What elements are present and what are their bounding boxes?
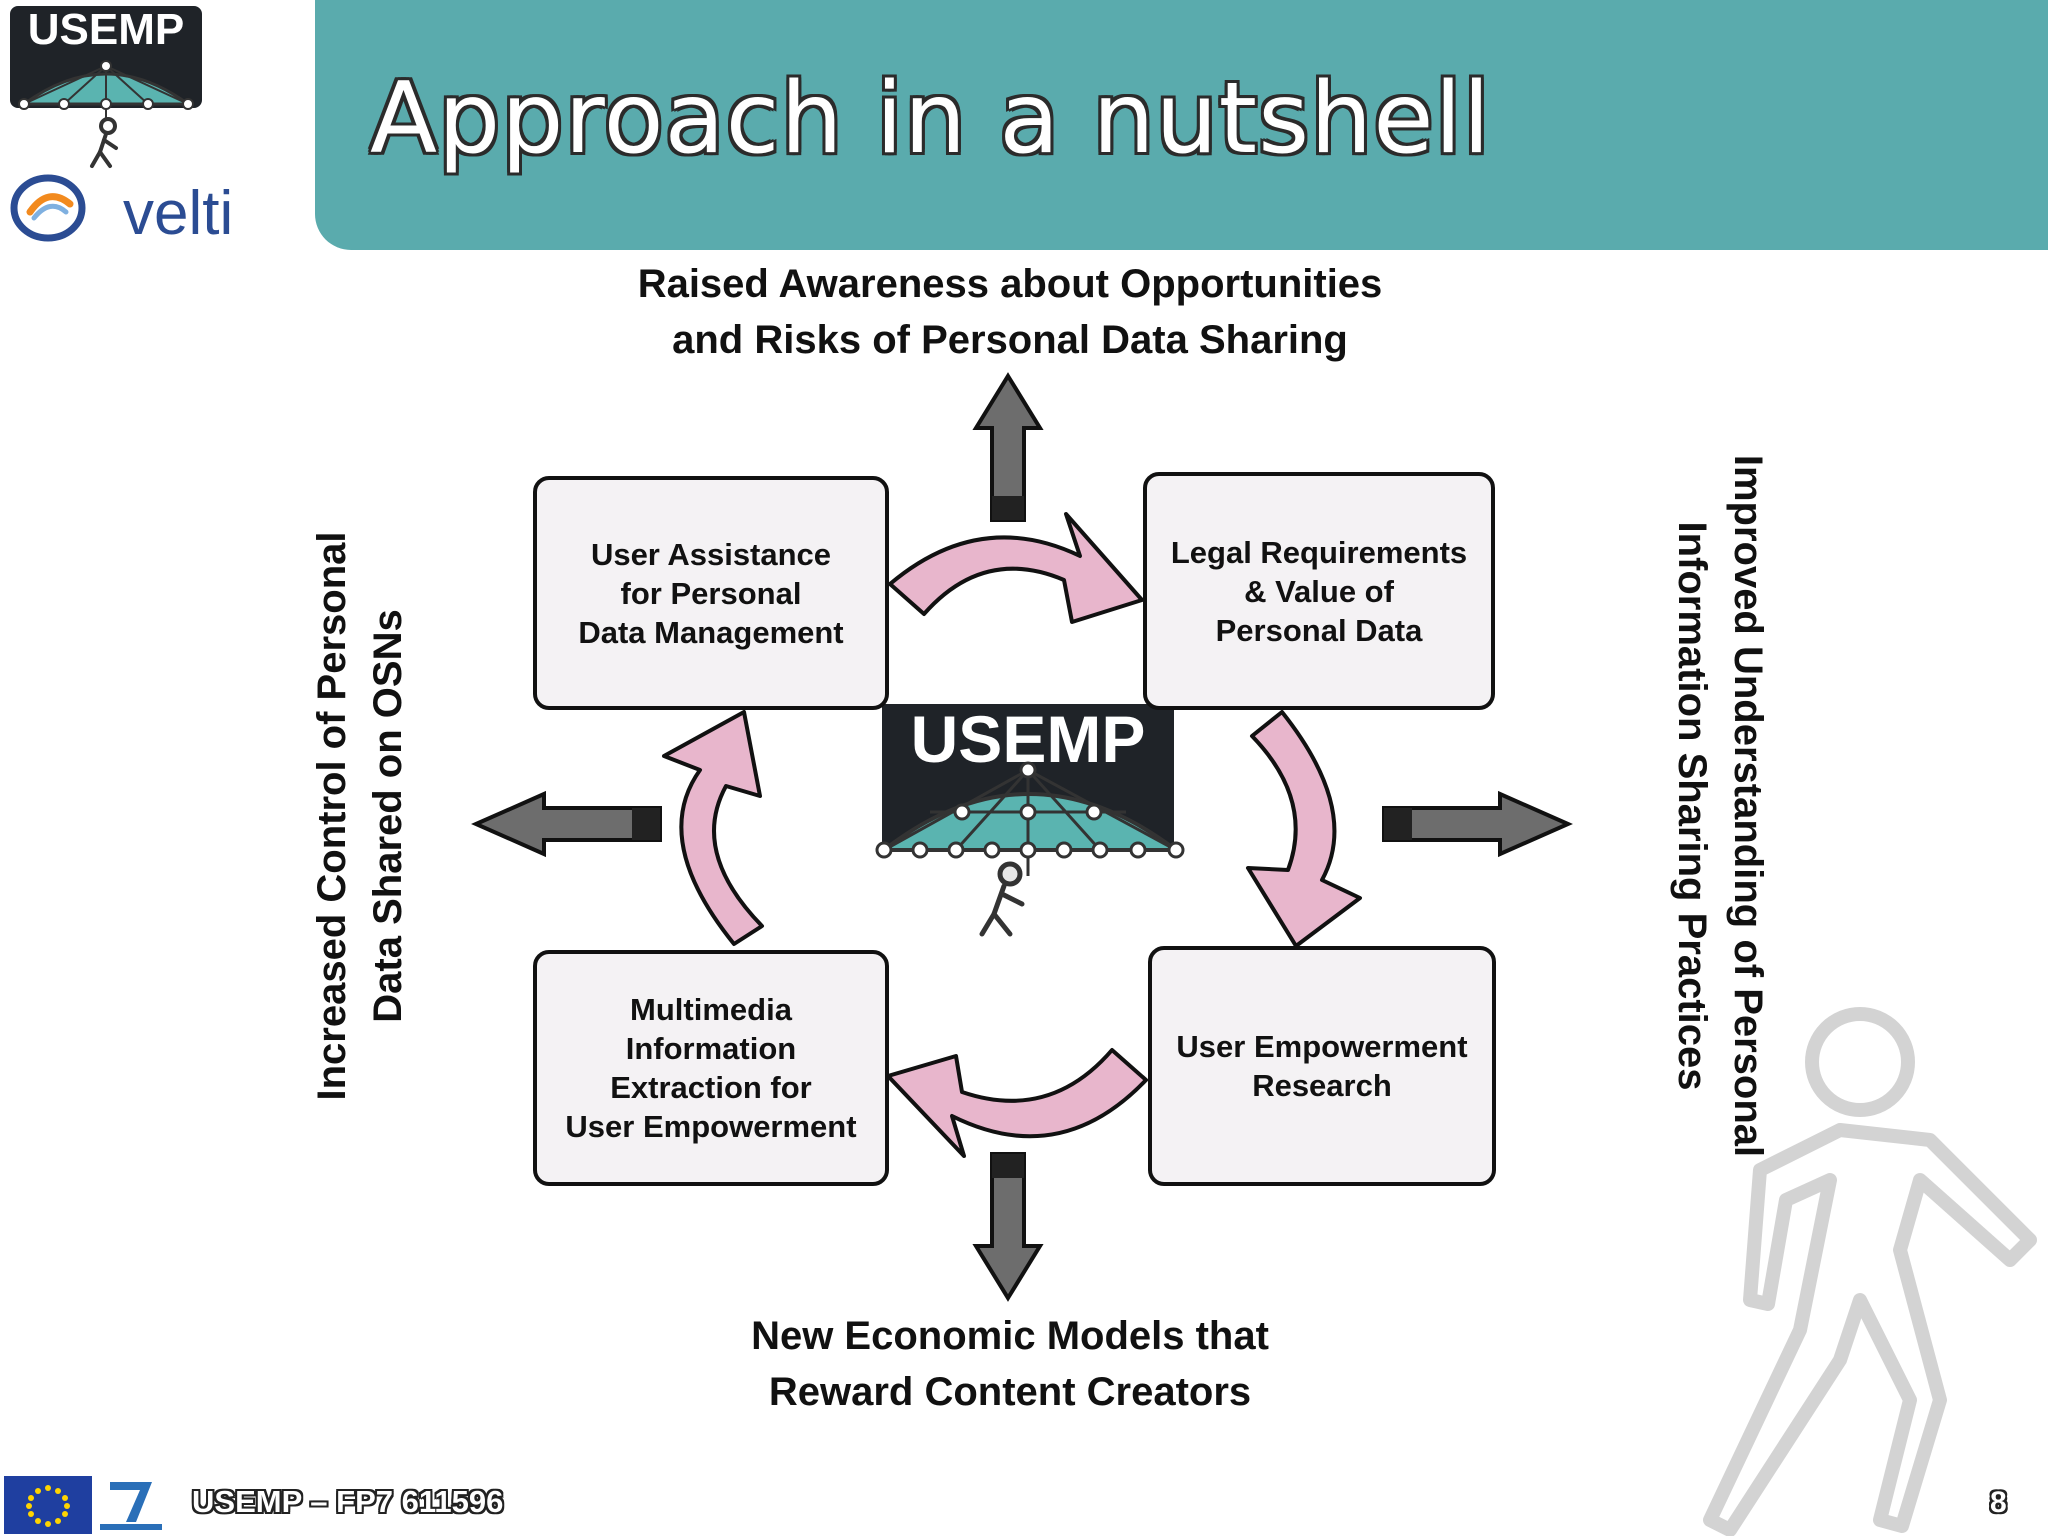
footer-text: USEMP – FP7 611596	[192, 1484, 504, 1519]
cycle-arrow-left-icon	[662, 710, 764, 946]
box-multimedia-line-4: User Empowerment	[565, 1109, 857, 1144]
arrow-right-icon	[1382, 790, 1573, 858]
box-multimedia-line-3: Extraction for	[610, 1070, 812, 1105]
box-multimedia-line-2: Information	[625, 1031, 797, 1066]
center-usemp-logo: USEMP	[875, 702, 1185, 937]
arrow-left-icon	[471, 790, 662, 858]
page-number: 8	[1990, 1486, 2007, 1519]
usemp-logo: USEMP	[10, 5, 202, 168]
box-multimedia-line-1: Multimedia	[630, 992, 792, 1027]
walking-person-watermark-icon	[1703, 1007, 2037, 1536]
cycle-arrow-top-icon	[888, 512, 1144, 624]
outcome-bottom: New Economic Models that Reward Content …	[610, 1308, 1410, 1420]
outcome-left: Increased Control of Personal Data Share…	[304, 456, 416, 1176]
box-legal-line-1: Legal Requirements	[1170, 534, 1468, 570]
box-empowerment-line-1: User Empowerment	[1176, 1029, 1468, 1064]
box-legal-line-3: Personal Data	[1215, 612, 1423, 648]
outcome-left-line-1: Increased Control of Personal	[310, 531, 354, 1101]
slide-title: Approach in a nutshell	[370, 62, 1492, 176]
box-user-assistance-line-3: Data Management	[578, 614, 844, 650]
box-user-assistance: User Assistance for Personal Data Manage…	[533, 476, 889, 710]
box-empowerment-line-2: Research	[1252, 1068, 1392, 1103]
box-user-empowerment: User Empowerment Research	[1148, 946, 1496, 1186]
outcome-left-line-2: Data Shared on OSNs	[366, 609, 410, 1023]
outcome-top: Raised Awareness about Opportunities and…	[560, 256, 1460, 368]
outcome-bottom-line-2: Reward Content Creators	[768, 1370, 1252, 1414]
box-user-assistance-line-2: for Personal	[620, 575, 802, 611]
box-multimedia: Multimedia Information Extraction for Us…	[533, 950, 889, 1186]
box-user-assistance-line-1: User Assistance	[590, 536, 832, 572]
velti-logo-text: velti	[123, 179, 233, 248]
outcome-top-line-2: and Risks of Personal Data Sharing	[672, 318, 1348, 362]
header-band	[315, 0, 2048, 250]
cycle-arrow-bottom-icon	[886, 1048, 1148, 1158]
cycle-arrow-right-icon	[1246, 710, 1362, 948]
box-legal-line-2: & Value of	[1244, 573, 1394, 609]
box-legal-requirements: Legal Requirements & Value of Personal D…	[1143, 472, 1495, 710]
outcome-bottom-line-1: New Economic Models that	[751, 1314, 1269, 1358]
arrow-down-icon	[972, 1152, 1044, 1302]
eu-flag-icon	[4, 1476, 92, 1534]
usemp-logo-text: USEMP	[28, 5, 184, 54]
fp7-logo-icon	[100, 1482, 162, 1530]
outcome-top-line-1: Raised Awareness about Opportunities	[637, 262, 1383, 306]
walking-person-icon	[979, 861, 1025, 937]
velti-logo: velti	[10, 174, 233, 248]
arrow-up-icon	[972, 372, 1044, 522]
